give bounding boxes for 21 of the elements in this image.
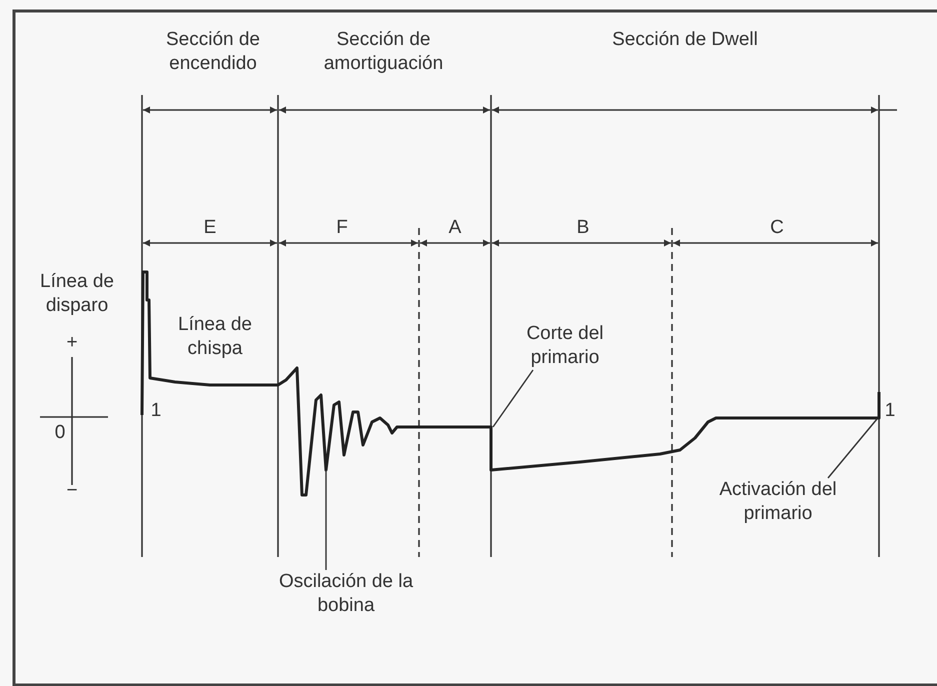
segment-letter: A [448,216,462,240]
annotation-label: Línea de disparo [39,270,115,318]
segment-letter: F [335,216,349,240]
callout-label: Oscilación de la bobina [256,570,436,618]
point-marker: 1 [150,399,162,423]
segment-letter: C [769,216,785,240]
axis-sign: − [65,479,79,503]
segment-letter: E [202,216,218,240]
leader-line [325,470,327,570]
section-label: Sección de Dwell [611,28,759,52]
section-label: Sección de amortiguación [322,28,444,76]
leader-line [492,370,534,428]
segment-letter: B [576,216,590,240]
leader-line [827,418,878,478]
axis-sign: + [65,331,79,355]
annotation-label: Línea de chispa [177,313,253,361]
section-label: Sección de encendido [164,28,261,76]
axis-sign: 0 [54,421,66,445]
callout-label: Activación del primario [688,478,868,526]
point-marker: 1 [884,399,896,423]
callout-label: Corte del primario [500,322,630,370]
